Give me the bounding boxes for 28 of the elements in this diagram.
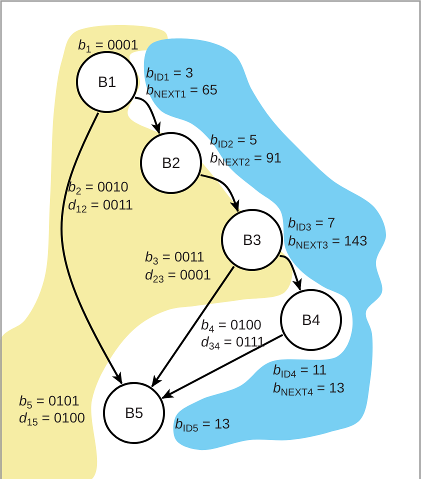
arrow	[200, 174, 240, 212]
node-circle	[280, 289, 342, 351]
variable-label: b$_{4}$ = 0100	[201, 316, 262, 334]
variable-label: d$_{12}$ = 0011	[68, 196, 133, 214]
arrow	[280, 255, 302, 291]
variable-label: b$_{NEXT3}$ = 143	[288, 232, 368, 250]
variable-label: b$_{ID3}$ = 7	[288, 214, 336, 232]
arrow	[134, 96, 161, 134]
arrow	[60, 112, 123, 384]
variable-label: b$_{ID2}$ = 5	[210, 132, 258, 148]
variable-label: b$_{ID1}$ = 3	[146, 64, 194, 82]
arrow	[161, 334, 284, 399]
variable-label: b$_{NEXT4}$ = 13	[273, 380, 345, 396]
node-label: B3	[242, 232, 262, 248]
variable-label: b$_{5}$ = 0101	[19, 392, 80, 410]
variable-label: d$_{15}$ = 0100	[19, 410, 86, 426]
variable-label: b$_{3}$ = 0011	[145, 248, 204, 266]
node-label: B4	[302, 312, 320, 328]
variable-label: b$_{1}$ = 0001	[78, 36, 138, 54]
variable-label: d$_{34}$ = 0111	[201, 334, 265, 350]
node-label: B1	[98, 74, 116, 90]
variable-label: b$_{2}$ = 0010	[68, 178, 128, 196]
arrow	[151, 266, 235, 388]
variable-label: d$_{23}$ = 0001	[145, 266, 212, 284]
variable-label: b$_{ID5}$ = 13	[175, 416, 230, 432]
node-label: B5	[124, 404, 144, 422]
variable-label: b$_{ID4}$ = 11	[273, 362, 327, 378]
node-label: B2	[162, 154, 180, 172]
